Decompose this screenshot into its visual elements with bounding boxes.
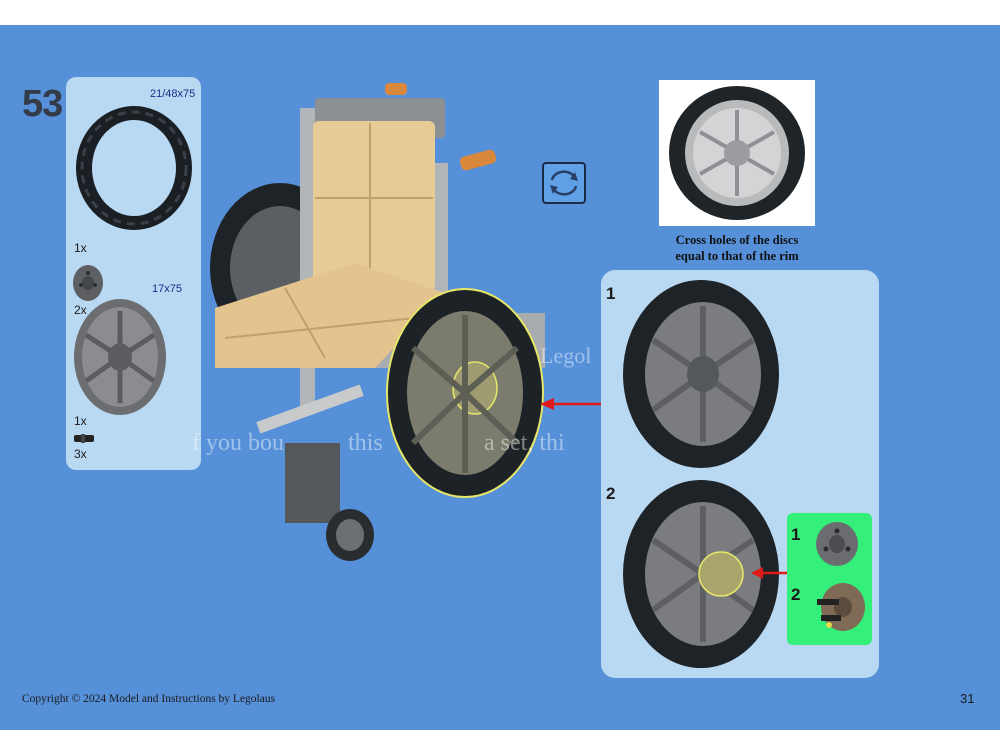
watermark-text-3: this	[348, 430, 383, 456]
substep-1-number: 1	[606, 284, 616, 303]
step-number: 53	[22, 83, 63, 125]
reference-caption: Cross holes of the discs equal to that o…	[630, 232, 844, 264]
callout-2-number: 2	[791, 585, 801, 604]
tire-size-label: 21/48x75	[150, 88, 196, 100]
instruction-page: 53 21/48x75 1x 2x 17x75 1x	[0, 25, 1000, 730]
wheelchair-assembly-illustration	[210, 83, 545, 561]
tire-part-image	[76, 106, 192, 230]
callout-disc-image	[816, 522, 858, 566]
page-number: 31	[960, 691, 975, 706]
watermark-text-2: f you bou	[192, 430, 284, 456]
rim-part-image	[74, 299, 166, 415]
reference-caption-line1: Cross holes of the discs	[675, 233, 799, 247]
reference-caption-line2: equal to that of the rim	[675, 249, 799, 263]
disc-part-image	[73, 265, 103, 301]
substep-panel: 1 2	[601, 270, 879, 678]
rim-qty: 1x	[74, 414, 87, 428]
tire-qty: 1x	[74, 241, 87, 255]
parts-list-panel: 21/48x75 1x 2x 17x75 1x 3x	[66, 77, 201, 470]
attach-arrow	[540, 398, 602, 410]
substep-2-wheel	[623, 480, 779, 668]
callout-disc-pins-image	[817, 583, 865, 631]
hub-callout-box: 1 2	[787, 513, 872, 645]
substep-1-wheel	[623, 280, 779, 468]
pin-part-image	[74, 434, 94, 443]
watermark-text-4: a set, thi	[484, 430, 565, 456]
disc-qty: 2x	[74, 303, 87, 317]
callout-1-number: 1	[791, 525, 801, 544]
pin-qty: 3x	[74, 447, 87, 461]
rim-size-label: 17x75	[152, 283, 182, 295]
copyright-footer: Copyright © 2024 Model and Instructions …	[22, 693, 276, 705]
watermark-text-1: Legol	[540, 343, 592, 368]
substep-2-arrow	[751, 567, 787, 579]
reference-wheel-image	[659, 80, 815, 226]
substep-2-number: 2	[606, 484, 616, 503]
reference-wheel-drawing	[669, 86, 805, 220]
rotate-model-icon	[542, 162, 586, 204]
